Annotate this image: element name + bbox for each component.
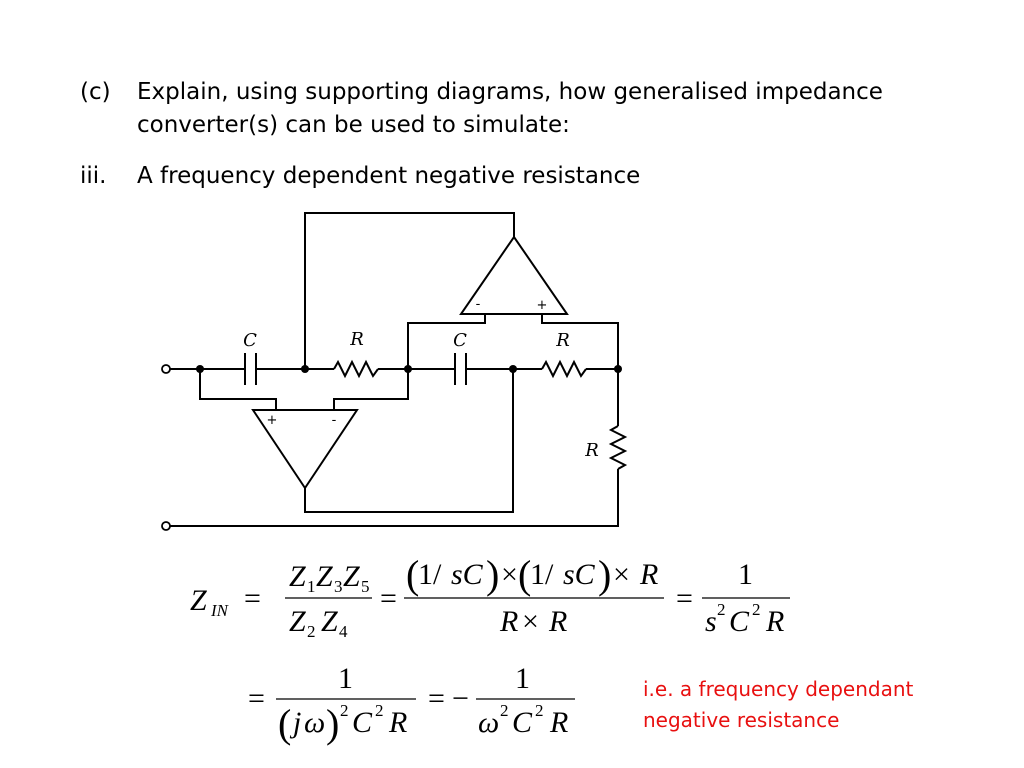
eq-z-subscript: IN: [210, 601, 230, 620]
question-c-marker: (c): [80, 79, 111, 105]
question-c-line2: converter(s) can be used to simulate:: [137, 109, 570, 142]
eq-paren-close-1: ): [486, 552, 499, 597]
eq-C: C: [729, 605, 750, 638]
junction-dot: [509, 365, 517, 373]
wire-opamp-bottom-plus-input: [199, 369, 277, 410]
wire-opamp-bottom-minus-input: [333, 369, 409, 410]
wire-opamp-top-output: [304, 212, 515, 369]
eq-jw-sup: 2: [340, 701, 349, 720]
eq-one-2: 1: [338, 662, 353, 695]
eq-num-z5: Z: [343, 560, 360, 593]
eq-one-over-1: 1/: [418, 558, 442, 591]
opamp-top: [459, 235, 569, 315]
equation-zin: Z IN = Z 1 Z 3 Z 5 Z 2 Z 4 = ( 1/ sC ) ×…: [190, 552, 790, 641]
eq-j: j: [289, 706, 301, 739]
eq-times-2: ×: [613, 558, 630, 591]
eq-R: R: [765, 605, 784, 638]
eq-s-sup: 2: [717, 600, 726, 619]
eq-paren-close-3: ): [326, 701, 339, 746]
opamp-bottom-plus-sign: +: [267, 413, 278, 428]
eq-z-symbol: Z: [190, 584, 207, 617]
eq-R2: R: [388, 706, 407, 739]
eq-num-R: R: [639, 558, 658, 591]
wire-opamp-top-minus-input: [407, 314, 486, 369]
eq-num-z5-sub: 5: [361, 577, 370, 596]
eq-equals-2: =: [380, 582, 397, 615]
eq-one-over-2: 1/: [530, 558, 554, 591]
wire-opamp-bottom-output: [304, 369, 514, 513]
eq-num-z1: Z: [289, 560, 306, 593]
eq-C2-sup: 2: [375, 701, 384, 720]
eq-one-3: 1: [515, 662, 530, 695]
eq-den-z4-sub: 4: [339, 622, 348, 641]
eq-den-z4: Z: [321, 605, 338, 638]
eq-equals-1: =: [244, 582, 261, 615]
capacitor-c1: [244, 353, 257, 385]
wire-opamp-top-plus-input: [541, 314, 619, 369]
eq-omega-1: ω: [304, 706, 325, 739]
eq-paren-open-3: (: [278, 701, 291, 746]
eq-minus: −: [452, 682, 469, 715]
label-r1: R: [349, 329, 364, 350]
eq-equals-5: =: [428, 682, 445, 715]
eq-C-sup: 2: [752, 600, 761, 619]
input-terminal-bottom: [161, 521, 171, 531]
annotation-note: i.e. a frequency dependant negative resi…: [643, 674, 913, 736]
question-c-text-line1: Explain, using supporting diagrams, how …: [137, 79, 883, 105]
eq-paren-open-2: (: [518, 552, 531, 597]
eq-C3: C: [512, 706, 533, 739]
opamp-bottom: [251, 409, 359, 490]
eq-den-R1: R: [499, 605, 518, 638]
eq-equals-4: =: [248, 682, 265, 715]
junction-dot: [614, 365, 622, 373]
opamp-top-minus-sign: -: [476, 297, 481, 312]
resistor-r1: [333, 359, 379, 379]
annotation-line2: negative resistance: [643, 708, 840, 732]
equation-jw: = 1 ( j ω ) 2 C 2 R = − 1 ω 2 C 2 R: [248, 662, 575, 746]
eq-paren-close-2: ): [598, 552, 611, 597]
opamp-top-plus-sign: +: [537, 298, 548, 313]
annotation-line1: i.e. a frequency dependant: [643, 677, 914, 701]
resistor-r2: [541, 359, 587, 379]
eq-sC-1: sC: [451, 558, 484, 591]
resistor-r3: [608, 425, 628, 470]
label-c2: C: [453, 330, 467, 351]
eq-omega-2: ω: [478, 706, 499, 739]
eq-times-1: ×: [501, 558, 518, 591]
wire-ground-return: [170, 469, 619, 527]
eq-num-z3: Z: [316, 560, 333, 593]
eq-num-z1-sub: 1: [307, 577, 316, 596]
question-c-text-line2: converter(s) can be used to simulate:: [137, 112, 570, 138]
opamp-bottom-minus-sign: -: [332, 413, 337, 428]
question-iii-marker: iii.: [80, 163, 107, 189]
eq-paren-open-1: (: [406, 552, 419, 597]
eq-sC-2: sC: [563, 558, 596, 591]
eq-C3-sup: 2: [535, 701, 544, 720]
question-iii-text: A frequency dependent negative resistanc…: [137, 163, 641, 189]
eq-equals-3: =: [676, 582, 693, 615]
capacitor-c2: [454, 353, 467, 385]
junction-dot: [404, 365, 412, 373]
eq-den-times: ×: [522, 605, 539, 638]
eq-R3: R: [549, 706, 568, 739]
input-terminal-top: [161, 364, 171, 374]
label-r3: R: [584, 440, 599, 461]
eq-one-1: 1: [738, 558, 753, 591]
gic-circuit: - + + - C R C R R: [161, 212, 628, 531]
eq-omega-sup: 2: [500, 701, 509, 720]
junction-dot: [301, 365, 309, 373]
eq-den-z2-sub: 2: [307, 622, 316, 641]
eq-num-z3-sub: 3: [334, 577, 343, 596]
eq-den-R2: R: [548, 605, 567, 638]
eq-C2: C: [352, 706, 373, 739]
junction-dot: [196, 365, 204, 373]
eq-s: s: [705, 605, 717, 638]
label-r2: R: [555, 330, 570, 351]
label-c1: C: [243, 330, 257, 351]
eq-den-z2: Z: [289, 605, 306, 638]
